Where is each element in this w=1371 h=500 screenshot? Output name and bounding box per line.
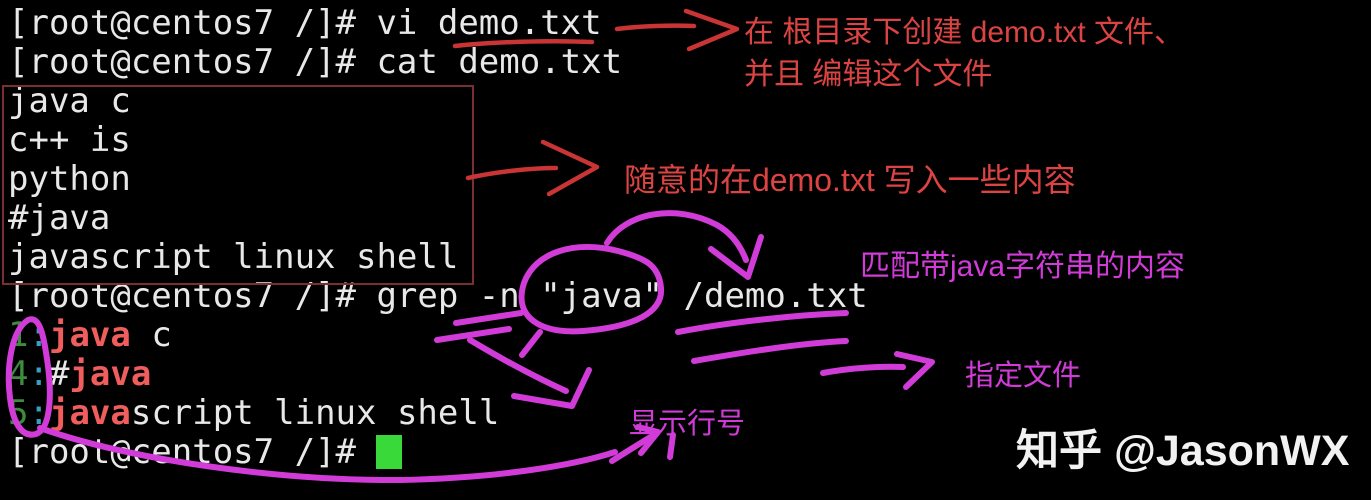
terminal-line: python bbox=[8, 160, 1371, 199]
terminal-text: #java bbox=[8, 198, 111, 238]
terminal-cursor bbox=[376, 435, 403, 469]
terminal-text: java bbox=[69, 354, 152, 394]
terminal-line: java c bbox=[8, 82, 1371, 121]
terminal-text: c++ is bbox=[8, 120, 131, 160]
terminal-text: : bbox=[28, 315, 49, 355]
terminal-line: 4:#java bbox=[8, 355, 1371, 394]
terminal-line: javascript linux shell bbox=[8, 238, 1371, 277]
terminal-line: c++ is bbox=[8, 121, 1371, 160]
terminal-text: java bbox=[48, 393, 131, 433]
annotation-match-java: 匹配带java字符串的内容 bbox=[860, 250, 1186, 283]
terminal-line: [root@centos7 /]# vi demo.txt bbox=[8, 4, 1371, 43]
annotation-show-line-numbers: 显示行号 bbox=[629, 408, 746, 440]
terminal-text: javascript linux shell bbox=[8, 237, 459, 277]
terminal-text: [root@centos7 /]# vi demo.txt bbox=[8, 3, 602, 43]
terminal-line: 1:java c bbox=[8, 316, 1371, 355]
terminal-text: # bbox=[48, 354, 70, 394]
annotation-write-content: 随意的在demo.txt 写入一些内容 bbox=[624, 162, 1076, 198]
terminal-text: script linux shell bbox=[130, 393, 500, 433]
annotation-create-file: 在 根目录下创建 demo.txt 文件、并且 编辑这个文件 bbox=[744, 12, 1184, 96]
terminal-text: c bbox=[130, 315, 172, 355]
terminal-text: 5 bbox=[8, 393, 29, 433]
terminal-text: 1 bbox=[8, 315, 29, 355]
terminal-text: 4 bbox=[8, 354, 29, 394]
terminal-text: [root@centos7 /]# bbox=[8, 432, 377, 472]
terminal-text: : bbox=[28, 393, 49, 433]
terminal-text: [root@centos7 /]# cat demo.txt bbox=[8, 42, 623, 82]
annotation-create-line1: 在 根目录下创建 demo.txt 文件、 bbox=[744, 16, 1185, 49]
terminal-text: python bbox=[8, 159, 131, 199]
terminal-text: java bbox=[48, 315, 131, 355]
annotation-specify-file: 指定文件 bbox=[965, 360, 1082, 392]
terminal-text: : bbox=[28, 354, 49, 394]
terminal-text: java c bbox=[8, 81, 131, 121]
annotation-create-line2: 并且 编辑这个文件 bbox=[744, 58, 993, 91]
zhihu-watermark: 知乎 @JasonWX bbox=[1016, 427, 1350, 475]
terminal-line: [root@centos7 /]# cat demo.txt bbox=[8, 43, 1371, 82]
terminal-text: [root@centos7 /]# grep -n "java" /demo.t… bbox=[8, 276, 868, 316]
terminal-line: #java bbox=[8, 199, 1371, 238]
